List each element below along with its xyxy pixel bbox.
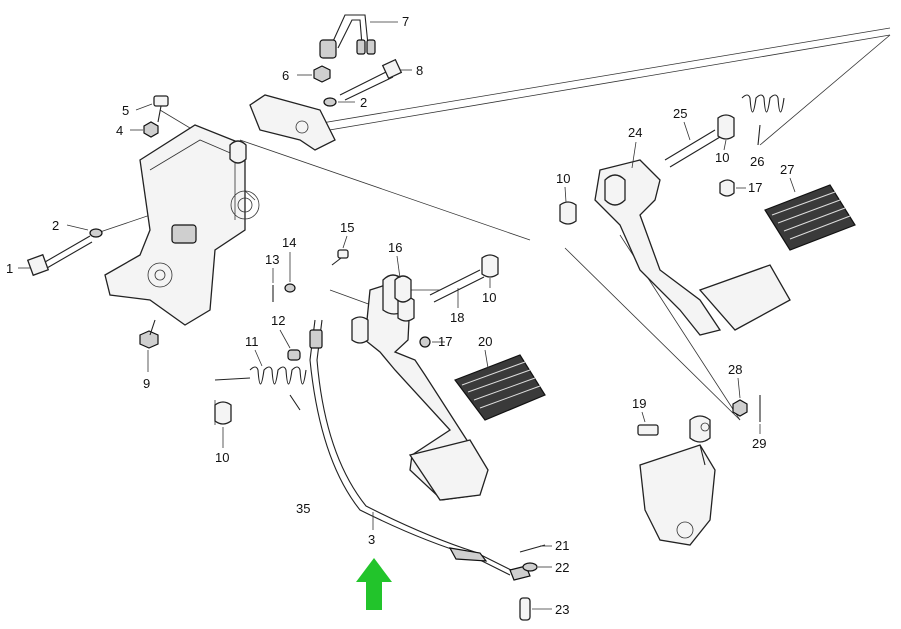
clutch-cable-part-3	[309, 319, 531, 581]
callout-6: 6	[282, 68, 289, 83]
washer-part-22	[522, 562, 538, 572]
pin-part-23	[519, 597, 531, 621]
bolt-part-9	[139, 319, 159, 349]
callout-9: 9	[143, 376, 150, 391]
callout-10-right-side: 10	[556, 171, 570, 186]
callout-20: 20	[478, 334, 492, 349]
bushing-part-10-right	[559, 201, 577, 225]
callout-35: 35	[296, 501, 310, 516]
callout-16: 16	[388, 240, 402, 255]
bolt-part-8	[339, 58, 403, 101]
callout-10-right-top: 10	[715, 150, 729, 165]
callout-3: 3	[368, 532, 375, 547]
callout-labels: 7 8 6 2 5 4 2 1 9 13 14 15 16 12 11 10 1…	[6, 14, 796, 617]
callout-2-upper: 2	[360, 95, 367, 110]
bushing-part-16	[394, 275, 412, 303]
washer-part-2-upper	[323, 97, 337, 107]
bushing-part-10-centre	[481, 254, 499, 278]
callout-17-right: 17	[748, 180, 762, 195]
callout-14: 14	[282, 235, 296, 250]
callout-19: 19	[632, 396, 646, 411]
pedal-pad-part-20	[454, 354, 546, 421]
callout-27: 27	[780, 162, 794, 177]
clutch-pedal-assembly	[351, 274, 489, 501]
callout-29: 29	[752, 436, 766, 451]
bushing-part-10-right-top	[717, 114, 735, 140]
callout-10-left: 10	[215, 450, 229, 465]
washer-part-14	[284, 283, 296, 293]
spring-part-11	[214, 366, 307, 411]
pin-part-17-centre	[419, 336, 431, 348]
nut-part-28	[732, 399, 748, 417]
callout-10-centre: 10	[482, 290, 496, 305]
switch-bracket	[249, 94, 336, 151]
nut-part-6	[313, 65, 331, 83]
callout-13: 13	[265, 252, 279, 267]
callout-12: 12	[271, 313, 285, 328]
callout-24: 24	[628, 125, 642, 140]
bolt-part-1	[26, 235, 93, 277]
callout-26: 26	[750, 154, 764, 169]
brake-pedal-assembly	[594, 159, 791, 336]
pin-part-15	[331, 249, 349, 266]
pedal-bracket	[104, 124, 260, 326]
callout-11: 11	[245, 334, 259, 349]
arrow-up-icon	[356, 558, 392, 610]
switch-part-7	[319, 14, 376, 59]
pedal-pad-part-27	[764, 184, 856, 251]
pin-part-19	[637, 424, 659, 436]
callout-5: 5	[122, 103, 129, 118]
pin-part-17-right	[719, 179, 735, 197]
callout-8: 8	[416, 63, 423, 78]
washer-part-2-lower	[89, 228, 103, 238]
callout-23: 23	[555, 602, 569, 617]
shaft-part-25	[664, 129, 721, 168]
bushing-part-10-left	[214, 401, 232, 425]
callout-25: 25	[673, 106, 687, 121]
callout-28: 28	[728, 362, 742, 377]
callout-18: 18	[450, 310, 464, 325]
callout-21: 21	[555, 538, 569, 553]
spring-part-26	[741, 94, 785, 146]
callout-7: 7	[402, 14, 409, 29]
callout-15: 15	[340, 220, 354, 235]
nut-part-4	[143, 121, 159, 138]
master-cylinder	[639, 415, 716, 546]
callout-17-centre: 17	[438, 334, 452, 349]
clip-part-12	[287, 349, 301, 361]
callout-4: 4	[116, 123, 123, 138]
shaft-part-18	[429, 269, 485, 303]
bolt-part-5	[153, 95, 169, 123]
callout-22: 22	[555, 560, 569, 575]
callout-1: 1	[6, 261, 13, 276]
callout-2-lower: 2	[52, 218, 59, 233]
